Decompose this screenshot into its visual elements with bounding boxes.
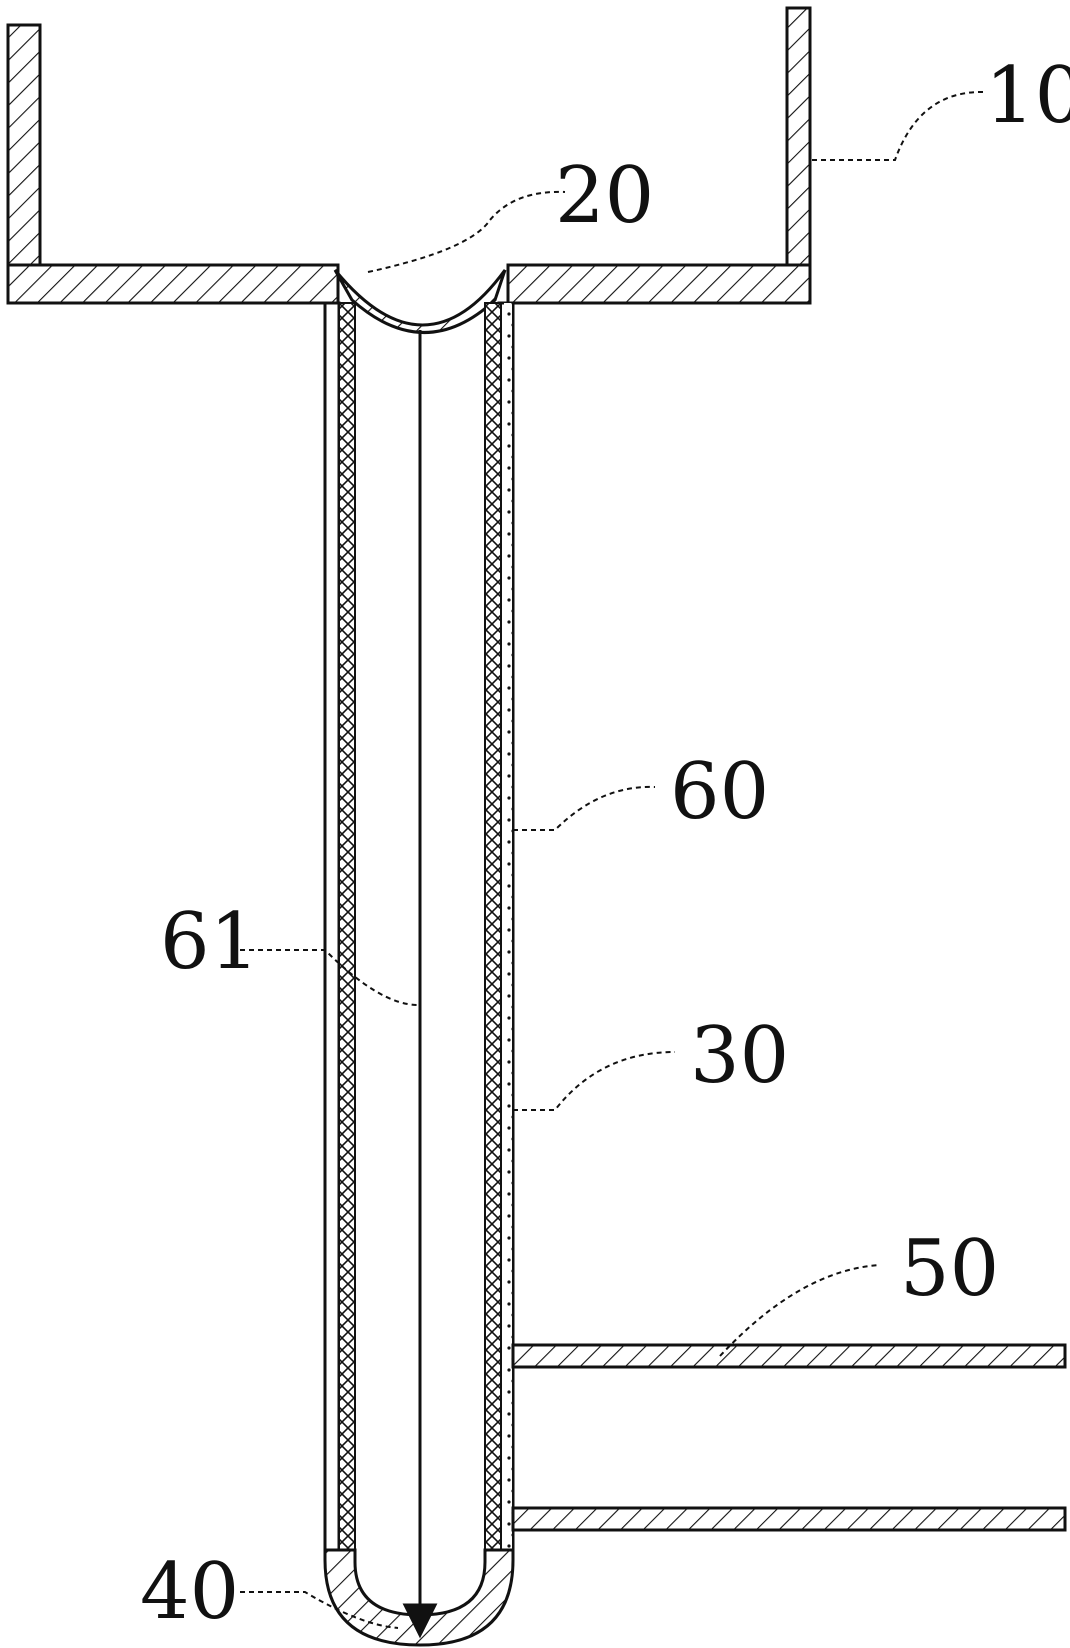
label-60: 60	[670, 747, 769, 837]
label-30: 30	[690, 1011, 789, 1101]
label-20: 20	[555, 151, 654, 241]
lining-60	[338, 302, 512, 1551]
leader-30	[513, 1051, 676, 1111]
container-10	[6, 6, 812, 305]
leader-60	[513, 785, 656, 831]
branch-pipe-lower	[511, 1506, 1067, 1532]
leader-lines	[240, 90, 986, 1629]
cap-20	[333, 269, 507, 334]
leader-61	[240, 949, 419, 1006]
label-50: 50	[900, 1224, 999, 1314]
leader-10	[812, 90, 986, 161]
label-40: 40	[140, 1547, 239, 1637]
tube-outer-left	[323, 301, 341, 1552]
leader-50	[719, 1264, 881, 1357]
container-left-wall	[6, 23, 42, 267]
bottom-outer-shell	[323, 1548, 515, 1647]
container-right-wall	[785, 6, 812, 305]
bottom-40	[323, 1548, 515, 1647]
leader-20	[367, 190, 566, 273]
branch-pipe-upper	[511, 1343, 1067, 1369]
lining-left	[338, 302, 356, 1551]
lining-right	[484, 302, 502, 1551]
label-61: 61	[160, 897, 259, 987]
branch-pipe-50	[511, 1343, 1067, 1532]
container-bottom-right	[506, 263, 812, 305]
reference-numerals: 10 20 60 61 30 50 40	[140, 51, 1070, 1637]
label-10: 10	[985, 51, 1070, 141]
container-bottom-left	[6, 263, 340, 305]
lining-dots-right	[504, 303, 512, 1550]
leader-40	[240, 1591, 399, 1629]
